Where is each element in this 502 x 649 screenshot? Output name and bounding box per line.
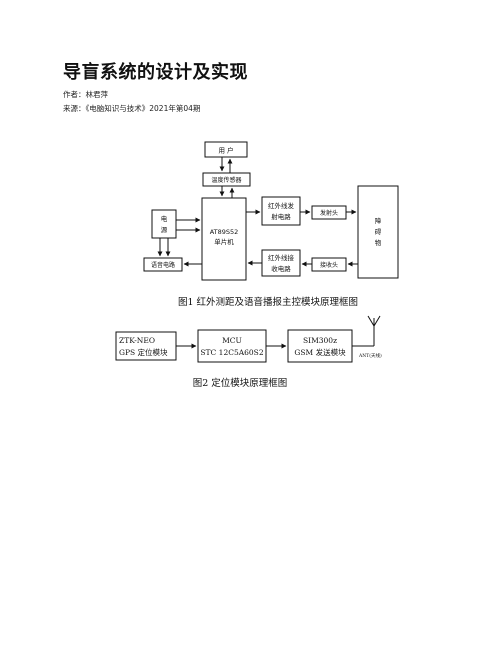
gps-label-line2: GPS 定位模块 (119, 347, 168, 357)
obstacle-box (357, 185, 399, 279)
ir-receive-box (261, 249, 301, 277)
author-line: 作者：林君萍 (63, 90, 108, 99)
gsm-module-box (287, 329, 353, 363)
power-box (151, 209, 177, 239)
ir-receive-label-line2: 收电路 (271, 264, 291, 273)
mcu-stc-label-line2: STC 12C5A60S2 (200, 348, 263, 357)
ir-receive-label-line1: 红外线接 (268, 253, 295, 262)
figure-1-block-diagram: 用 户 温度传感器 AT89S52 单片机 电 源 语音电路 红外线发 射电路 … (143, 141, 399, 308)
emitter-label: 发射头 (320, 209, 338, 217)
power-label-line1: 电 (161, 214, 168, 223)
article-title: 导盲系统的设计及实现 (63, 62, 248, 83)
mcu-stc-label-line1: MCU (222, 336, 242, 345)
figure-2-caption: 图2 定位模块原理框图 (193, 377, 288, 389)
figure-2-block-diagram: ZTK-NEO GPS 定位模块 MCU STC 12C5A60S2 SIM30… (115, 315, 382, 389)
mcu-stc-box (197, 329, 267, 363)
receiver-label: 接收头 (320, 261, 338, 269)
figure-1-caption: 图1 红外测距及语音播报主控模块原理框图 (178, 296, 358, 308)
ir-transmit-label-line1: 红外线发 (268, 201, 295, 210)
gsm-label-line2: GSM 发送模块 (294, 347, 346, 357)
obstacle-label-line1: 障 (375, 216, 382, 225)
temp-sensor-box (202, 172, 251, 187)
mcu-label-line1: AT89S52 (210, 228, 239, 236)
obstacle-label-line3: 物 (375, 238, 382, 247)
user-box (204, 141, 248, 158)
power-label-line2: 源 (161, 225, 168, 234)
source-line: 来源：《电脑知识与技术》2021年第04期 (63, 104, 201, 113)
voice-circuit-label: 语音电路 (151, 261, 175, 269)
voice-circuit-box (143, 257, 183, 272)
antenna-label: ANT(天线) (358, 352, 382, 359)
user-label: 用 户 (218, 146, 233, 155)
temp-sensor-label: 温度传感器 (211, 176, 241, 184)
antenna-icon (352, 315, 381, 347)
gps-module-box (115, 331, 177, 361)
ir-transmit-box (261, 196, 301, 226)
obstacle-label-line2: 碍 (375, 228, 382, 236)
gsm-label-line1: SIM300z (303, 336, 337, 345)
gps-label-line1: ZTK-NEO (119, 336, 155, 345)
ir-transmit-label-line2: 射电路 (271, 212, 291, 221)
mcu-box (201, 197, 247, 281)
mcu-label-line2: 单片机 (214, 237, 234, 246)
